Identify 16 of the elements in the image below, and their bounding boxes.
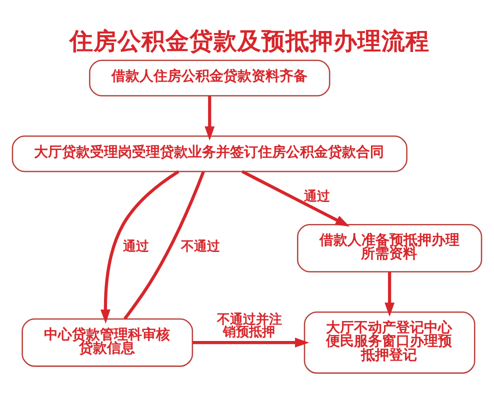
arrow [384, 272, 395, 317]
node-box: 借款人准备预抵押办理所需资料 [297, 224, 482, 272]
edge-label: 不通过并注销预抵押 [217, 312, 282, 340]
arrow [204, 96, 215, 141]
node-box: 大厅贷款受理岗受理贷款业务并签订住房公积金贷款合同 [12, 135, 408, 172]
diagram-title: 住房公积金贷款及预抵押办理流程 [70, 26, 430, 55]
node-box: 中心贷款管理科审核贷款信息 [22, 318, 194, 367]
arrow [242, 170, 350, 227]
edge-label: 通过 [304, 189, 330, 204]
edge-label: 不通过 [181, 240, 220, 255]
arrow [192, 338, 310, 348]
edge-label: 通过 [123, 240, 150, 255]
node-box: 借款人住房公积金贷款资料齐备 [89, 60, 330, 96]
connector [124, 171, 205, 320]
arrow [100, 170, 180, 324]
node-box: 大厅不动产登记中心便民服务窗口办理预抵押登记 [304, 311, 476, 374]
